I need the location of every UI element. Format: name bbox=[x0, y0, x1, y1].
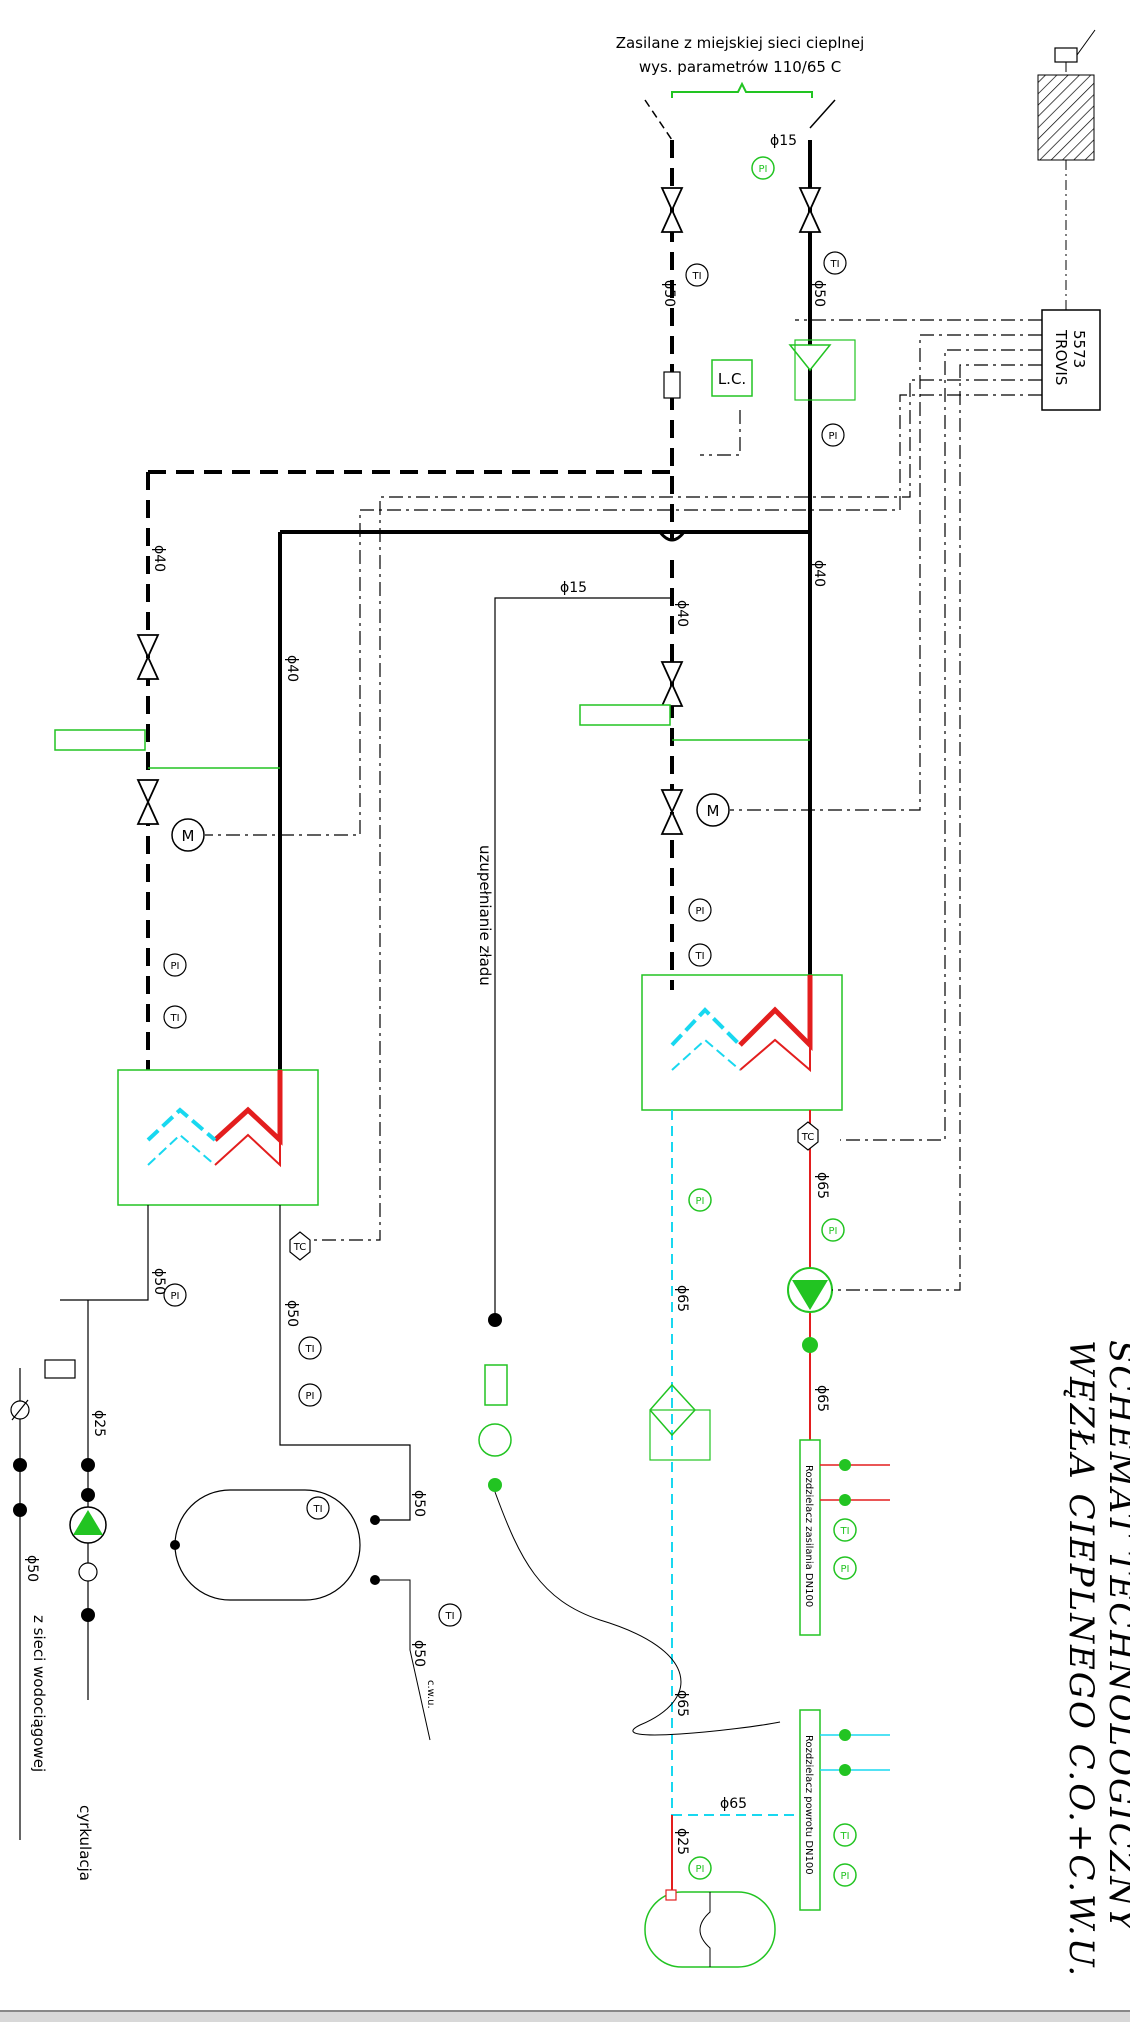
check-valve-49-icon bbox=[802, 1337, 818, 1353]
svg-text:ϕ40: ϕ40 bbox=[674, 600, 690, 627]
svg-text:ϕ65: ϕ65 bbox=[814, 1172, 830, 1199]
svg-text:ϕ40: ϕ40 bbox=[284, 655, 300, 682]
level-controller-label: L.C. bbox=[718, 370, 746, 388]
controller-line-1: TROVIS bbox=[1052, 329, 1070, 385]
heat-exchanger-1 bbox=[641, 974, 843, 1111]
primary-supply-pipe bbox=[278, 140, 812, 1070]
svg-text:ϕ50: ϕ50 bbox=[284, 1300, 300, 1327]
svg-text:ϕ50: ϕ50 bbox=[24, 1555, 40, 1582]
svg-text:PI: PI bbox=[829, 431, 838, 442]
hx2-return-coil bbox=[146, 1107, 217, 1142]
title-line-1: SCHEMAT TECHNOLOGICZNY bbox=[1101, 1340, 1130, 1934]
svg-text:TC: TC bbox=[801, 1132, 815, 1143]
thermometers: TI TI TI TI TI TI TI TI TI bbox=[163, 251, 857, 1847]
supply-note-bracket bbox=[671, 81, 813, 98]
return-manifold-label: Rozdzielacz powrotu DN100 bbox=[803, 1735, 814, 1875]
gate-valves bbox=[136, 187, 822, 835]
hx2-supply-coil bbox=[213, 1070, 283, 1146]
svg-text:ϕ50: ϕ50 bbox=[411, 1490, 427, 1517]
svg-text:PI: PI bbox=[171, 1291, 180, 1302]
heat-meter-7 bbox=[54, 729, 146, 751]
svg-text:PI: PI bbox=[841, 1871, 850, 1882]
svg-text:TI: TI bbox=[829, 259, 839, 270]
storage-tank-28 bbox=[174, 1489, 361, 1601]
svg-text:ϕ15: ϕ15 bbox=[560, 580, 587, 596]
svg-text:ϕ40: ϕ40 bbox=[811, 560, 827, 587]
controller-line-2: 5573 bbox=[1070, 330, 1088, 368]
svg-text:PI: PI bbox=[696, 906, 705, 917]
control-signal-lines bbox=[205, 319, 1042, 1291]
pipe-diameter-labels: ϕ15 ϕ50 ϕ50 ϕ40 ϕ40 ϕ40 ϕ40 ϕ15 ϕ65 ϕ65 … bbox=[24, 133, 830, 1855]
svg-text:ϕ50: ϕ50 bbox=[661, 280, 677, 307]
supply-note-line-1: Zasilane z miejskiej sieci cieplnej bbox=[616, 34, 865, 52]
svg-text:ϕ25: ϕ25 bbox=[674, 1828, 690, 1855]
svg-text:TI: TI bbox=[444, 1611, 454, 1622]
title-line-2: WĘZŁA CIEPLNEGO C.O.+C.W.U. bbox=[1061, 1340, 1101, 1978]
svg-text:PI: PI bbox=[829, 1226, 838, 1237]
refill-label: uzupełnianie zładu bbox=[476, 845, 494, 986]
svg-text:PI: PI bbox=[306, 1391, 315, 1402]
dhw-supply-pipe bbox=[279, 1205, 411, 1521]
svg-text:PI: PI bbox=[171, 961, 180, 972]
return-manifold bbox=[799, 1709, 821, 1911]
svg-text:M: M bbox=[707, 802, 720, 820]
water-supply-label: z sieci wodociągowej bbox=[30, 1615, 48, 1772]
heat-meter-6 bbox=[579, 704, 671, 726]
supply-manifold-label: Rozdzielacz zasilania DN100 bbox=[803, 1465, 814, 1607]
pressure-gauges: PI PI PI PI PI PI PI PI PI PI PI bbox=[163, 156, 857, 1887]
hx1-supply-coil bbox=[738, 975, 813, 1052]
svg-text:ϕ65: ϕ65 bbox=[674, 1285, 690, 1312]
temperature-sensors: TC TC bbox=[289, 1121, 819, 1261]
hx1-return-coil bbox=[670, 1007, 742, 1047]
svg-text:PI: PI bbox=[759, 164, 768, 175]
svg-text:ϕ65: ϕ65 bbox=[720, 1796, 747, 1812]
svg-text:PI: PI bbox=[841, 1564, 850, 1575]
svg-text:TI: TI bbox=[169, 1013, 179, 1024]
motor-16-icon bbox=[696, 793, 730, 827]
svg-text:ϕ65: ϕ65 bbox=[814, 1385, 830, 1412]
motor-17-icon bbox=[171, 818, 205, 852]
wall-hatch bbox=[1037, 74, 1095, 161]
level-controller bbox=[711, 359, 753, 397]
diagram-title: SCHEMAT TECHNOLOGICZNY WĘZŁA CIEPLNEGO C… bbox=[1061, 1340, 1130, 1978]
svg-text:TI: TI bbox=[312, 1504, 322, 1515]
circulation-label: cyrkulacja bbox=[76, 1805, 94, 1881]
cwu-label: c.w.u. bbox=[425, 1680, 436, 1709]
svg-text:ϕ25: ϕ25 bbox=[91, 1410, 107, 1437]
svg-text:ϕ40: ϕ40 bbox=[151, 545, 167, 572]
page-bottom-border bbox=[0, 2010, 1130, 2022]
svg-text:TI: TI bbox=[694, 951, 704, 962]
outdoor-sensor-18 bbox=[1054, 47, 1078, 63]
svg-text:PI: PI bbox=[696, 1196, 705, 1207]
dhw-return-pipe bbox=[60, 1205, 149, 1301]
svg-text:TC: TC bbox=[293, 1242, 307, 1253]
svg-text:TI: TI bbox=[691, 271, 701, 282]
supply-note-line-2: wys. parametrów 110/65 C bbox=[639, 58, 841, 76]
svg-text:ϕ50: ϕ50 bbox=[151, 1268, 167, 1295]
svg-text:PI: PI bbox=[696, 1864, 705, 1875]
svg-text:TI: TI bbox=[839, 1831, 849, 1842]
svg-text:ϕ65: ϕ65 bbox=[674, 1690, 690, 1717]
primary-return-pipe bbox=[146, 140, 674, 1070]
supply-manifold bbox=[799, 1439, 821, 1636]
water-meter-38 bbox=[44, 1359, 76, 1379]
trovis-controller bbox=[1041, 309, 1101, 411]
refill-pipe bbox=[494, 597, 672, 1320]
heat-exchanger-2 bbox=[117, 1069, 319, 1206]
svg-text:TI: TI bbox=[304, 1344, 314, 1355]
svg-text:ϕ50: ϕ50 bbox=[811, 280, 827, 307]
svg-text:TI: TI bbox=[839, 1526, 849, 1537]
svg-text:ϕ50: ϕ50 bbox=[411, 1640, 427, 1667]
svg-text:M: M bbox=[182, 827, 195, 845]
svg-text:ϕ15: ϕ15 bbox=[770, 133, 797, 149]
